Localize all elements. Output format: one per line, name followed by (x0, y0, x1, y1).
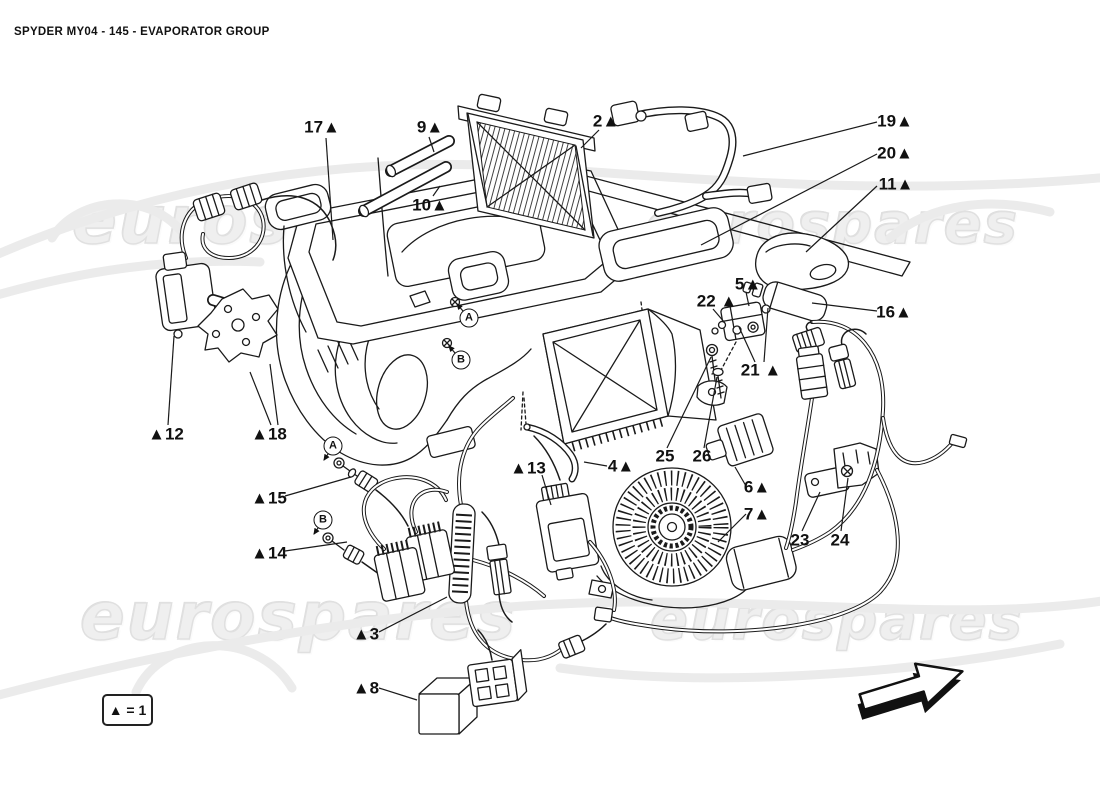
callout-5: 5▲ (734, 274, 762, 294)
callout-3: ▲3 (352, 624, 380, 644)
connector-block (467, 629, 528, 708)
callout-21: 21 ▲ (740, 360, 782, 380)
blower-motor (588, 467, 797, 609)
letter-marker-b: B (313, 510, 333, 530)
direction-arrow (857, 662, 964, 720)
callout-4: 4▲ (607, 456, 635, 476)
callout-15: ▲15 (251, 488, 287, 508)
callout-9: 9▲ (416, 117, 444, 137)
callout-12: ▲12 (148, 424, 184, 444)
callout-18: ▲18 (251, 424, 287, 444)
letter-marker-a: A (459, 308, 479, 328)
callout-8: ▲8 (352, 678, 380, 698)
watermark-text: eurospares (649, 587, 1025, 654)
mounting-bracket (804, 442, 880, 498)
cabin-harness (361, 396, 617, 663)
callout-22: 22 ▲ (696, 291, 738, 311)
callout-23: 23 (790, 530, 810, 550)
callout-7: 7▲ (743, 504, 771, 524)
callout-26: 26 (692, 446, 712, 466)
callout-14: ▲14 (251, 543, 287, 563)
letter-marker-a: A (323, 436, 343, 456)
relay (418, 677, 478, 735)
receiver-drier (742, 281, 828, 322)
callout-11: 11▲ (878, 174, 914, 194)
pipe-assembly (610, 100, 773, 217)
callout-25: 25 (655, 446, 675, 466)
callout-10: 10▲ (412, 195, 448, 215)
callout-19: 19▲ (877, 111, 913, 131)
legend-box: ▲ = 1 (102, 694, 153, 726)
seal-gasket (598, 207, 734, 282)
letter-marker-b: B (451, 350, 471, 370)
evaporator-cover (755, 232, 850, 291)
heater-tubes (358, 135, 455, 218)
callout-6: 6▲ (743, 477, 771, 497)
expansion-valve (711, 301, 771, 373)
evaporator-core (457, 93, 596, 239)
callout-13: ▲13 (510, 458, 546, 478)
callout-20: 20▲ (877, 143, 913, 163)
page-title: SPYDER MY04 - 145 - EVAPORATOR GROUP (14, 26, 270, 38)
callout-2: 2▲ (592, 111, 620, 131)
control-module (533, 435, 600, 581)
main-wiring-harness (593, 319, 968, 634)
callout-16: 16▲ (876, 302, 912, 322)
drain-tube (523, 397, 579, 483)
support-bracket (197, 288, 279, 363)
callout-24: 24 (830, 530, 850, 550)
mounting-bolts (705, 343, 725, 399)
callout-17: 17▲ (304, 117, 340, 137)
blower-resistor (705, 413, 774, 467)
legend-text: ▲ = 1 (108, 702, 147, 718)
